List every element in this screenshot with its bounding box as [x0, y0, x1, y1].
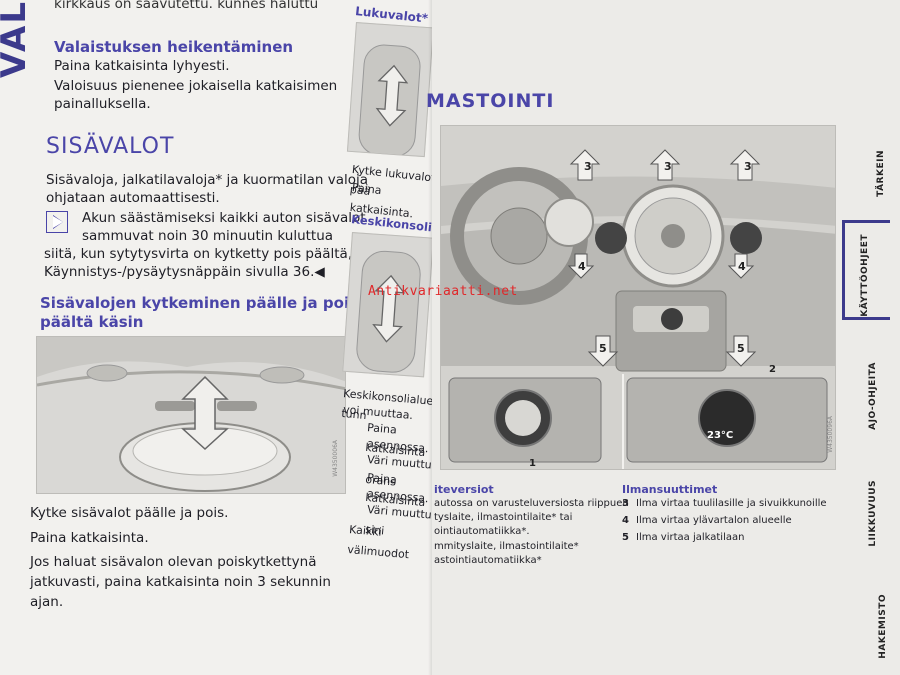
versions-heading: iteversiot: [434, 483, 494, 496]
watermark: Antikvariaatti.net: [368, 284, 518, 299]
arrow-label-5b: 5: [737, 342, 745, 355]
note-line-2: sammuvat noin 30 minuutin kuluttua: [82, 228, 334, 244]
vent-number: 5: [622, 532, 629, 543]
callout-1: 1: [529, 458, 536, 469]
dimming-line-2: Valoisuus pienenee jokaisella katkaisime…: [54, 78, 338, 94]
tab-kayttoohjeet[interactable]: KÄYTTÖOHJEET: [860, 234, 870, 317]
interior-light-drawing: [37, 337, 345, 492]
reading-light-drawing: [358, 44, 421, 157]
versions-line-2: tyslaite, ilmastointilaite* tai: [434, 512, 573, 523]
vents-heading: Ilmansuuttimet: [622, 483, 718, 496]
arrow-label-4b: 4: [738, 260, 746, 273]
versions-line-4: mmityslaite, ilmastointilaite*: [434, 541, 579, 552]
climate-display-temp: 23°C: [707, 430, 734, 441]
tab-active-marker: [842, 220, 890, 320]
note-line-4: Käynnistys-/pysäytysnäppäin sivulla 36.◀: [44, 264, 325, 280]
note-line-3: siitä, kun sytytysvirta on kytketty pois…: [44, 246, 376, 262]
hold-line-1: Jos haluat sisävalon olevan poiskytketty…: [30, 554, 317, 570]
edge-chapter-label: VAL: [0, 0, 34, 78]
arrow-label-4a: 4: [578, 260, 586, 273]
vent-number: 4: [622, 515, 629, 526]
console-line-9: Kaikki välimuodot: [346, 522, 410, 562]
tab-hakemisto[interactable]: HAKEMISTO: [878, 594, 888, 659]
intro-line-1: Sisävaloja, jalkatilavaloja* ja kuormati…: [46, 172, 369, 188]
dimming-line-1: Paina katkaisinta lyhyesti.: [54, 58, 230, 74]
vent-text: Ilma virtaa jalkatilaan: [636, 532, 745, 543]
console-light-drawing: [356, 250, 421, 373]
vent-text: Ilma virtaa ylävartalon alueelle: [636, 515, 792, 526]
hold-line-2: jatkuvasti, paina katkaisinta noin 3 sek…: [30, 574, 331, 590]
left-page: VAL kirkkaus on saavutettu. kunnes halut…: [0, 0, 476, 675]
dimming-heading: Valaistuksen heikentäminen: [54, 38, 294, 56]
console-light-illustration: [342, 232, 434, 378]
hold-line-3: ajan.: [30, 594, 64, 610]
manual-switch-heading-2: päältä käsin: [40, 313, 144, 331]
section-title-interior-lights: SISÄVALOT: [46, 134, 175, 159]
caption-line-1: Kytke sisävalot päälle ja pois.: [30, 505, 229, 521]
arrow-label-3b: 3: [664, 160, 672, 173]
versions-line-5: astointiautomatiikka*: [434, 555, 542, 566]
tab-tarkein[interactable]: TÄRKEIN: [876, 150, 886, 197]
reading-light-illustration: [346, 22, 434, 158]
tab-liikkuvuus[interactable]: LIIKKUVUUS: [868, 480, 878, 547]
vent-text: Ilma virtaa tuulilasille ja sivuikkunoil…: [636, 498, 827, 509]
section-title-climate: MASTOINTI: [426, 90, 555, 112]
versions-line-1: autossa on varusteluversiosta riippuen: [434, 498, 629, 509]
vent-item-5: 5 Ilma virtaa jalkatilaan: [622, 531, 744, 545]
interior-light-illustration: [36, 336, 346, 494]
tab-ajo-ohjeita[interactable]: AJO-OHJEITA: [868, 362, 878, 430]
cut-off-line: kirkkaus on saavutettu. kunnes haluttu: [54, 0, 319, 12]
arrow-label-3c: 3: [744, 160, 752, 173]
arrow-label-5a: 5: [599, 342, 607, 355]
dashboard-illustration: 3 3 3 4 4 5 5 2 1 23°C W4350096A: [440, 125, 836, 470]
callout-2: 2: [769, 364, 776, 375]
arrow-label-3a: 3: [584, 160, 592, 173]
vent-item-3: 3 Ilma virtaa tuulilasille ja sivuikkunoi…: [622, 497, 827, 511]
vent-number: 3: [622, 498, 629, 509]
note-line-1: Akun säästämiseksi kaikki auton sisävalo…: [82, 210, 366, 226]
caption-line-2: Paina katkaisinta.: [30, 530, 149, 546]
note-triangle-icon: [53, 215, 63, 229]
dimming-line-3: painalluksella.: [54, 96, 151, 112]
intro-line-2: ohjataan automaattisesti.: [46, 190, 220, 206]
manual-switch-heading-1: Sisävalojen kytkeminen päälle ja pois: [40, 294, 359, 312]
note-icon: [46, 211, 68, 233]
versions-line-3: ointiautomatiikka*.: [434, 526, 530, 537]
dashboard-drawing: [441, 126, 835, 469]
right-page: MASTOINTI: [426, 0, 900, 675]
left-figure-code: W4350006A: [332, 440, 339, 477]
vent-item-4: 4 Ilma virtaa ylävartalon alueelle: [622, 514, 792, 528]
right-figure-code: W4350096A: [827, 416, 834, 453]
